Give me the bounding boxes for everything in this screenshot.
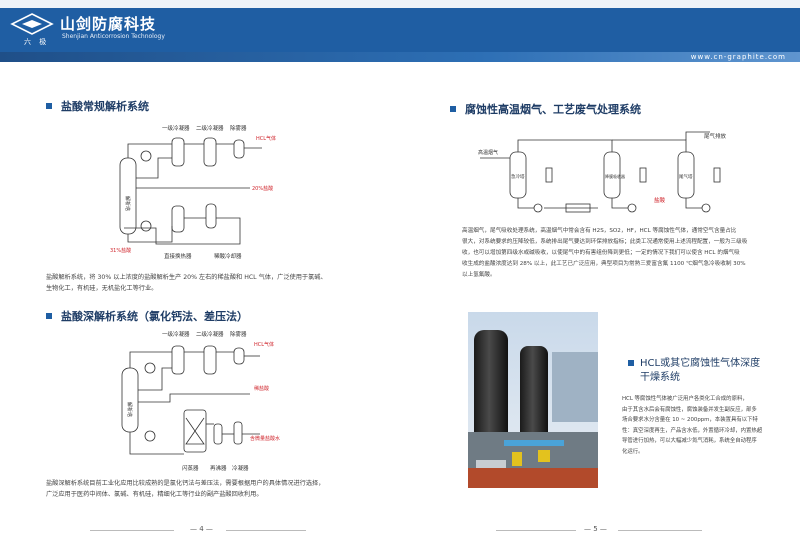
section-title-text: 腐蚀性高温烟气、工艺废气处理系统 xyxy=(465,103,641,116)
condenser-2-shape xyxy=(203,137,217,167)
paragraph-line: 收，也可以增加第四级水或碱吸收，以使尾气中的有害组份降到更低；一定的情况下我们可… xyxy=(462,250,740,256)
acid-output-label: 盐酸 xyxy=(654,196,666,204)
cooler-shape xyxy=(233,421,243,445)
brand-name-english: Shenjian Anticorrosion Technology xyxy=(62,33,165,40)
hcl-gas-label: HCL气体 xyxy=(254,341,274,348)
bullet-square-icon xyxy=(450,106,456,112)
condenser-1-shape xyxy=(171,137,185,167)
footer-rule-left xyxy=(90,530,174,531)
page-number-right: — 5 — xyxy=(584,525,607,533)
paragraph-line: 导管进行加热，可以大幅减少氮气消耗，系统全自动程序 xyxy=(622,438,757,444)
paragraph-line: 广泛应用于医药中间体、氯碱、有机硅，精细化工等行业的副产盐酸回收利用。 xyxy=(46,491,263,498)
footer-rule-right-2 xyxy=(618,530,702,531)
section-title-text: HCL或其它腐蚀性气体深度 xyxy=(640,358,761,369)
brand-name: 山剑防腐科技 xyxy=(60,15,157,33)
cooler-2-shape xyxy=(639,167,647,183)
heat-exchanger-shape xyxy=(171,205,185,233)
gas-inlet-label: 高温烟气 xyxy=(478,149,498,156)
deep-desorption-diagram: 解析塔 一级冷凝器 二级冷凝器 除雾器 HCL气体 稀盐酸 含微量盐酸水 闪蒸器… xyxy=(121,330,280,472)
demister-shape xyxy=(233,347,245,365)
header-lower-band xyxy=(0,52,800,62)
condenser-1-shape xyxy=(171,345,185,375)
header-band xyxy=(0,8,800,52)
paragraph-line: 很大，对系统要求的压降较低，系统排出尾气要达到环保排放指标；此类工况通常使用上述… xyxy=(462,239,748,245)
footer-rule-left-2 xyxy=(226,530,306,531)
cooler-1-shape xyxy=(545,167,553,183)
conventional-desorption-diagram: 解析塔 一级冷凝器 二级冷凝器 除雾器 HCL气体 20%盐酸 31%盐酸 直接… xyxy=(110,124,276,260)
exhaust-label: 尾气排放 xyxy=(704,132,727,140)
paragraph-line: 盐酸解析系统，将 30% 以上浓度的盐酸解析生产 20% 左右的稀盐酸和 HCL… xyxy=(46,274,327,281)
page-number-left: — 4 — xyxy=(190,525,213,533)
header-top-strip xyxy=(0,0,800,8)
condenser-2-label: 二级冷凝器 xyxy=(196,124,224,132)
bullet-square-icon xyxy=(46,103,52,109)
acid-31-label: 31%盐酸 xyxy=(110,247,131,254)
paragraph-line: 由于其含水后会有腐蚀性，腐蚀装备并发生副反应，部多 xyxy=(622,406,757,413)
hcl-gas-label: HCL气体 xyxy=(256,135,276,142)
heat-exchanger-label: 直接换热器 xyxy=(164,252,192,260)
absorber-label: 降膜吸收器 xyxy=(605,173,625,179)
section-title-text: 盐酸常规解析系统 xyxy=(61,100,149,113)
section-title-text: 盐酸深解析系统（氯化钙法、差压法） xyxy=(61,310,248,323)
tower-label: 解析塔 xyxy=(126,402,133,417)
condenser-2-shape xyxy=(203,345,217,375)
logo-caption: 六 极 xyxy=(24,38,50,46)
section-2-description: 盐酸深解析系统目前工业化应用比较成熟的是氯化钙法与差压法，需要根据用户的具体情况… xyxy=(46,478,386,500)
demister-label: 除雾器 xyxy=(230,124,247,132)
section-title-conventional-desorption: 盐酸常规解析系统 xyxy=(46,98,149,114)
paragraph-line: 盐酸深解析系统目前工业化应用比较成熟的是氯化钙法与差压法，需要根据用户的具体情况… xyxy=(46,480,325,487)
section-title-gas-drying: HCL或其它腐蚀性气体深度 干燥系统 xyxy=(628,357,760,385)
paragraph-line: 以上氢氟酸。 xyxy=(462,272,496,278)
company-logo-icon xyxy=(10,13,54,35)
bullet-square-icon xyxy=(46,313,52,319)
condenser-1-label: 一级冷凝器 xyxy=(162,124,190,132)
paragraph-line: 性：真空深度再生，产品含水低，外置循环冷却，内置热超 xyxy=(622,427,763,434)
section-title-gas-treatment: 腐蚀性高温烟气、工艺废气处理系统 xyxy=(450,101,641,117)
section-4-description: HCL 等腐蚀性气体被广泛用户各类化工合成的原料， 由于其含水后会有腐蚀性，腐蚀… xyxy=(622,394,772,457)
page-header: 六 极 山剑防腐科技 Shenjian Anticorrosion Techno… xyxy=(0,0,800,62)
website-url: www.cn-graphite.com xyxy=(690,53,786,61)
tail-tower-label: 尾气塔 xyxy=(679,173,693,180)
paragraph-line: 高温烟气，尾气吸收处理系统，高温烟气中常会含有 H2S，SO2，HF，HCL 等… xyxy=(462,228,737,234)
paragraph-line: 化运行。 xyxy=(622,448,644,455)
condenser-2-label: 二级冷凝器 xyxy=(196,330,224,338)
paragraph-line: 场合要求水分含量在 10 ~ 200ppm，本装置具有以下特 xyxy=(622,417,758,423)
flash-evaporator-shape xyxy=(183,409,207,453)
quench-tower-label: 急冷塔 xyxy=(511,173,525,180)
demister-shape xyxy=(233,139,245,159)
dilute-acid-label: 稀盐酸 xyxy=(254,385,269,392)
paragraph-line: 生物化工，有机硅，无机盐化工等行业。 xyxy=(46,285,158,292)
section-title-text-line2: 干燥系统 xyxy=(640,372,680,383)
bullet-square-icon xyxy=(628,360,634,366)
condenser-1-label: 一级冷凝器 xyxy=(162,330,190,338)
reboiler-shape xyxy=(213,423,223,445)
footer-rule-right xyxy=(496,530,576,531)
cooler-3-shape xyxy=(713,167,721,183)
desorption-tower-shape xyxy=(121,367,139,433)
reboiler-label: 再沸器 xyxy=(210,464,227,472)
section-1-description: 盐酸解析系统，将 30% 以上浓度的盐酸解析生产 20% 左右的稀盐酸和 HCL… xyxy=(46,272,386,294)
paragraph-line: 收生成的盐酸浓度达到 28% 以上，此工艺已广泛应用，典型项目为常熟三爱富含氟 … xyxy=(462,261,746,267)
section-title-deep-desorption: 盐酸深解析系统（氯化钙法、差压法） xyxy=(46,308,248,324)
acid-20-label: 20%盐酸 xyxy=(252,185,273,192)
tower-label: 解析塔 xyxy=(124,196,131,211)
waste-water-label: 含微量盐酸水 xyxy=(250,435,280,442)
dilute-acid-cooler-shape xyxy=(205,203,217,229)
paragraph-line: HCL 等腐蚀性气体被广泛用户各类化工合成的原料， xyxy=(622,396,748,402)
dilute-cooler-label: 稀酸冷却器 xyxy=(214,252,242,260)
section-3-description: 高温烟气，尾气吸收处理系统，高温烟气中常会含有 H2S，SO2，HF，HCL 等… xyxy=(462,226,772,281)
gas-treatment-diagram: 高温烟气 急冷塔 降膜吸收器 尾气塔 尾气排放 盐酸 xyxy=(478,131,727,213)
cooler-label: 冷凝器 xyxy=(232,464,249,472)
drying-system-photo xyxy=(468,312,598,488)
demister-label: 除雾器 xyxy=(230,330,247,338)
flash-evaporator-label: 闪蒸器 xyxy=(182,464,199,472)
